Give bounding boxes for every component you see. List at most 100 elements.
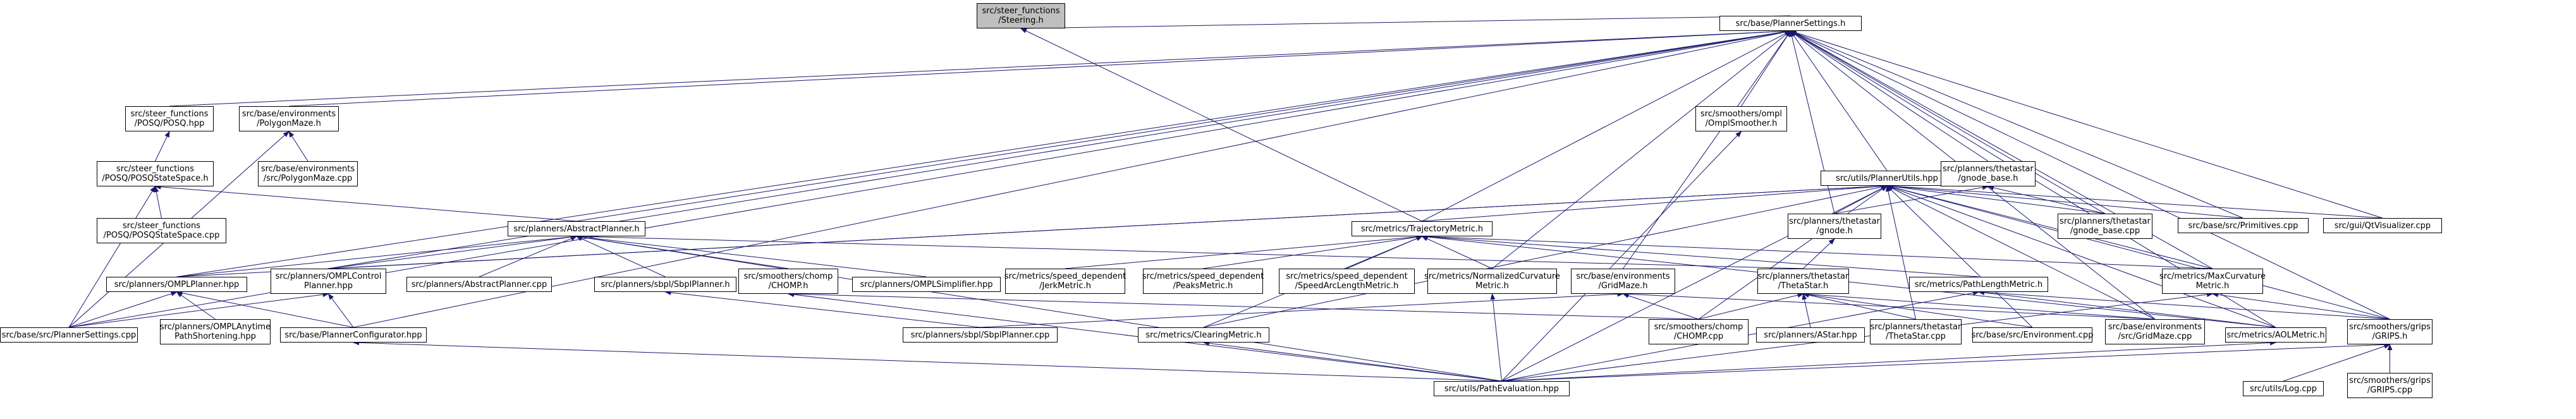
edge-plannersettings_cpp-to-omplcontrol [68, 292, 329, 328]
node-gridmaze_h[interactable]: src/base/environments/GridMaze.h [1571, 269, 1675, 294]
edge-abstractplanner_h-to-posqstatespace_h [154, 184, 577, 222]
node-jerkmetric[interactable]: src/metrics/speed_dependent/JerkMetric.h [1004, 269, 1126, 294]
node-plannersettings_cpp[interactable]: src/base/src/PlannerSettings.cpp [0, 327, 138, 343]
edge-astar-to-thetastar_h [1802, 293, 1811, 328]
edge-plannerconfigurator-to-omplplanner [176, 290, 354, 328]
node-sbplplanner_cpp[interactable]: src/planners/sbpl/SbplPlanner.cpp [903, 327, 1058, 343]
edge-thetastar_h-to-gnode_h [1803, 238, 1835, 269]
node-gnode_h[interactable]: src/planners/thetastar/gnode.h [1788, 214, 1881, 239]
node-label-line: src/steer_functions [130, 109, 209, 119]
edge-pathevaluation-to-omplsmoother [1501, 131, 1742, 382]
node-thetastar_h[interactable]: src/planners/thetastar/ThetaStar.h [1757, 269, 1849, 294]
node-label-line: src/planners/OMPLAnytime [159, 322, 271, 332]
edge-abstractplanner_h-to-plannersettings [576, 29, 1792, 222]
node-label-line: src/planners/thetastar [1870, 322, 1962, 332]
edge-gnode_base_cpp-to-gnode_base_h [1987, 185, 2106, 214]
node-grips_h[interactable]: src/smoothers/grips/GRIPS.h [2347, 319, 2433, 344]
node-label-line: src/metrics/speed_dependent [1142, 272, 1264, 281]
edge-anytime-to-omplplanner [176, 291, 216, 320]
node-label-line: src/smoothers/grips [2349, 322, 2431, 332]
node-log_cpp[interactable]: src/utils/Log.cpp [2243, 381, 2324, 396]
edge-posqstatespace_cpp-to-posqstatespace_h [154, 186, 162, 219]
edge-posqstatespace_h-to-posq_hpp [155, 131, 170, 162]
node-posq_hpp[interactable]: src/steer_functions/POSQ/POSQ.hpp [125, 106, 214, 131]
node-label-line: /PolygonMaze.h [257, 119, 321, 128]
node-label-line: src/steer_functions [116, 164, 194, 174]
node-grips_cpp[interactable]: src/smoothers/grips/GRIPS.cpp [2347, 373, 2433, 398]
node-label-line: /ThetaStar.cpp [1886, 332, 1946, 341]
node-label-line: src/smoothers/chomp [1654, 322, 1743, 332]
node-label-line: /POSQ/POSQStateSpace.cpp [103, 231, 220, 240]
edge-clearingmetric-to-plannerutils [1203, 184, 1888, 328]
node-chomp_cpp[interactable]: src/smoothers/chomp/CHOMP.cpp [1649, 319, 1749, 344]
node-polygonmaze_h[interactable]: src/base/environments/PolygonMaze.h [239, 106, 339, 131]
edge-thetastar_cpp-to-plannerutils [1885, 185, 1916, 320]
node-speedarclength[interactable]: src/metrics/speed_dependent/SpeedArcLeng… [1279, 269, 1415, 294]
node-label-line: Metric.h [2195, 281, 2230, 291]
node-polygonmaze_cpp[interactable]: src/base/environments/src/PolygonMaze.cp… [258, 161, 358, 186]
node-abstractplanner_h[interactable]: src/planners/AbstractPlanner.h [508, 221, 645, 236]
node-label-line: src/base/PlannerSettings.h [1735, 18, 1846, 28]
node-omplsimplifier[interactable]: src/planners/OMPLSimplifier.hpp [852, 277, 1001, 292]
node-pathevaluation[interactable]: src/utils/PathEvaluation.hpp [1434, 381, 1570, 396]
node-label-line: /CHOMP.h [768, 281, 809, 291]
node-plannerconfigurator[interactable]: src/base/PlannerConfigurator.hpp [280, 327, 427, 343]
node-pathlength[interactable]: src/metrics/PathLengthMetric.h [1909, 277, 2048, 292]
node-trajectorymetric[interactable]: src/metrics/TrajectoryMetric.h [1352, 221, 1492, 236]
node-gridmaze_cpp[interactable]: src/base/environments/src/GridMaze.cpp [2105, 319, 2205, 344]
edge-plannersettings_cpp-to-omplplanner [68, 291, 178, 328]
node-posqstatespace_cpp[interactable]: src/steer_functions/POSQ/POSQStateSpace.… [97, 218, 226, 243]
edge-omplsmoother-to-plannersettings [1741, 30, 1792, 107]
node-label-line: src/metrics/speed_dependent [1286, 272, 1408, 281]
node-thetastar_cpp[interactable]: src/planners/thetastar/ThetaStar.cpp [1870, 319, 1962, 344]
node-posqstatespace_h[interactable]: src/steer_functions/POSQ/POSQStateSpace.… [97, 161, 214, 186]
node-clearingmetric[interactable]: src/metrics/ClearingMetric.h [1138, 327, 1269, 343]
edge-peaksmetric-to-trajectorymetric [1202, 234, 1423, 269]
node-primitives_cpp[interactable]: src/base/src/Primitives.cpp [2178, 218, 2309, 233]
node-peaksmetric[interactable]: src/metrics/speed_dependent/PeaksMetric.… [1142, 269, 1264, 294]
node-label-line: Metric.h [1475, 281, 1509, 291]
node-label-line: src/steer_functions [123, 221, 200, 231]
node-gnode_base_h[interactable]: src/planners/thetastar/gnode_base.h [1941, 161, 2036, 186]
node-chomp_h[interactable]: src/smoothers/chomp/CHOMP.h [738, 269, 838, 294]
edge-omplplanner-to-abstractplanner_h [176, 234, 577, 277]
node-gnode_base_cpp[interactable]: src/planners/thetastar/gnode_base.cpp [2058, 214, 2152, 239]
edge-omplplanner-to-plannersettings [176, 29, 1792, 277]
node-label-line: src/planners/sbpl/SbplPlanner.cpp [910, 330, 1050, 340]
node-abstractplanner_cpp[interactable]: src/planners/AbstractPlanner.cpp [406, 277, 552, 292]
node-label-line: /GRIPS.h [2372, 332, 2408, 341]
node-label-line: src/utils/Log.cpp [2249, 384, 2317, 394]
node-label-line: /SpeedArcLengthMetric.h [1295, 281, 1399, 291]
node-astar[interactable]: src/planners/AStar.hpp [1756, 327, 1865, 343]
edge-pathevaluation-to-aolmetric [1501, 340, 2276, 382]
node-label-line: src/metrics/speed_dependent [1004, 272, 1126, 281]
edge-thetastar_cpp-to-thetastar_h [1802, 293, 1916, 320]
edge-gnode_base_cpp-to-plannerutils [1886, 184, 2106, 214]
node-qtvisualizer[interactable]: src/gui/QtVisualizer.cpp [2323, 218, 2442, 233]
node-label-line: src/metrics/MaxCurvature [2159, 272, 2266, 281]
node-label-line: src/planners/thetastar [2060, 217, 2151, 226]
edge-primitives_cpp-to-plannersettings [1790, 30, 2243, 219]
node-label-line: /POSQ/POSQStateSpace.h [102, 174, 209, 183]
node-omplplanner[interactable]: src/planners/OMPLPlanner.hpp [106, 277, 247, 292]
node-aolmetric[interactable]: src/metrics/AOLMetric.h [2225, 327, 2326, 343]
node-label-line: src/planners/thetastar [1943, 164, 2034, 174]
node-plannerutils[interactable]: src/utils/PlannerUtils.hpp [1821, 171, 1953, 186]
node-label-line: src/smoothers/chomp [743, 272, 833, 281]
node-omplsmoother[interactable]: src/smoothers/ompl/OmplSmoother.h [1695, 106, 1787, 131]
node-label-line: src/utils/PlannerUtils.hpp [1836, 173, 1938, 183]
edge-omplsimplifier-to-abstractplanner_h [576, 234, 927, 277]
node-sbplplanner_h[interactable]: src/planners/sbpl/SbplPlanner.h [594, 277, 736, 292]
node-label-line: src/metrics/ClearingMetric.h [1145, 330, 1262, 340]
node-environment_cpp[interactable]: src/base/src/Environment.cpp [1972, 327, 2093, 343]
node-label-line: src/planners/sbpl/SbplPlanner.h [601, 279, 730, 289]
node-plannersettings[interactable]: src/base/PlannerSettings.h [1719, 16, 1862, 31]
edge-maxcurvature-to-plannerutils [1886, 185, 2213, 269]
edge-qtvisualizer-to-plannerutils [1886, 183, 2383, 219]
node-label-line: src/base/PlannerConfigurator.hpp [284, 330, 422, 340]
